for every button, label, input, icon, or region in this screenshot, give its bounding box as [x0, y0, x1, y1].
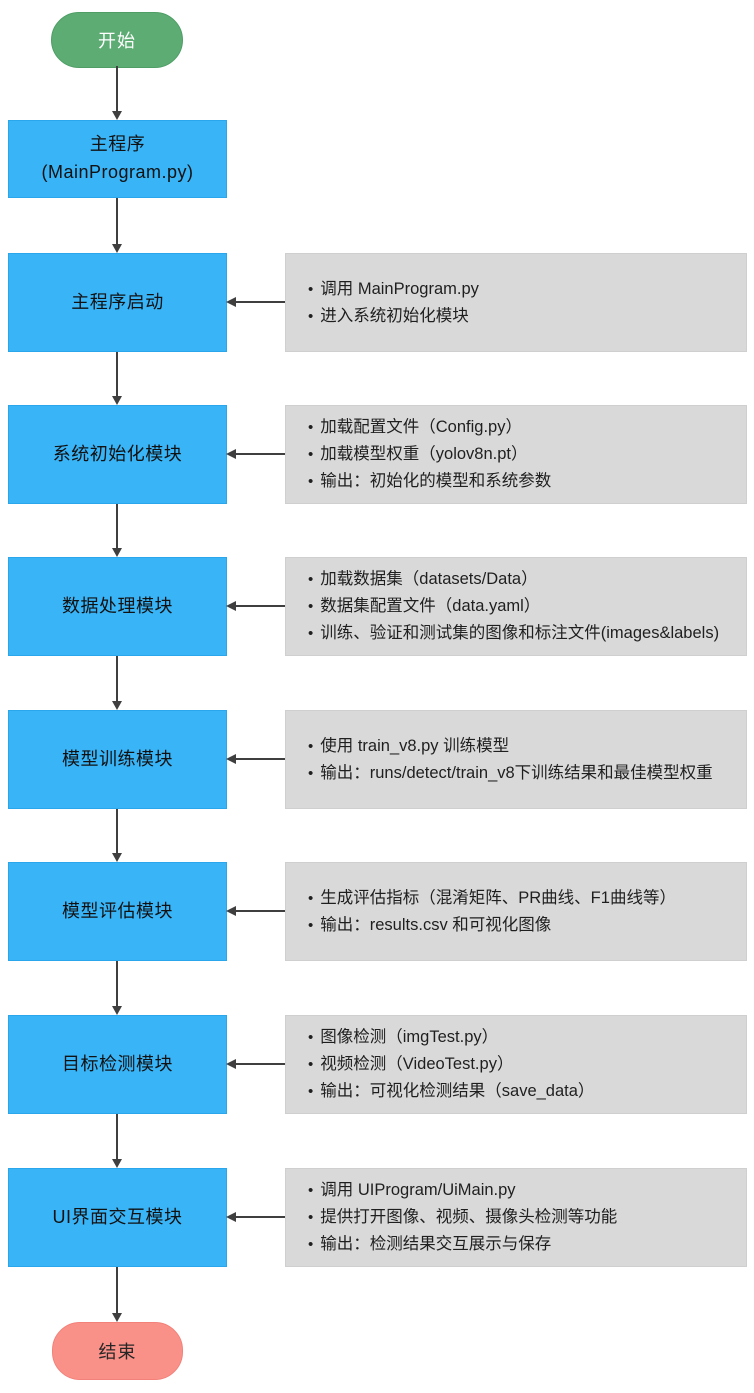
arrow-left-7-line — [236, 1216, 285, 1218]
arrow-down-6-line — [116, 809, 118, 853]
node-system-init: 系统初始化模块 — [8, 405, 227, 504]
annotation-ui-interaction: 调用 UIProgram/UiMain.py 提供打开图像、视频、摄像头检测等功… — [285, 1168, 747, 1267]
node-model-evaluation-label: 模型评估模块 — [62, 900, 173, 921]
annotation-model-evaluation: 生成评估指标（混淆矩阵、PR曲线、F1曲线等） 输出：results.csv 和… — [285, 862, 747, 961]
arrow-left-3-head — [226, 601, 236, 611]
arrow-left-3-line — [236, 605, 285, 607]
annotation-bullet: 加载模型权重（yolov8n.pt） — [308, 441, 738, 468]
arrow-left-1-head — [226, 297, 236, 307]
annotation-bullet: 训练、验证和测试集的图像和标注文件(images&labels) — [308, 620, 738, 647]
annotation-bullet: 调用 UIProgram/UiMain.py — [308, 1177, 738, 1204]
arrow-left-2-line — [236, 453, 285, 455]
annotation-bullet: 进入系统初始化模块 — [308, 303, 738, 330]
node-model-evaluation: 模型评估模块 — [8, 862, 227, 961]
annotation-bullet: 生成评估指标（混淆矩阵、PR曲线、F1曲线等） — [308, 885, 738, 912]
node-system-init-label: 系统初始化模块 — [52, 443, 183, 464]
annotation-object-detection: 图像检测（imgTest.py） 视频检测（VideoTest.py） 输出：可… — [285, 1015, 747, 1114]
node-object-detection-label: 目标检测模块 — [62, 1053, 173, 1074]
node-ui-interaction: UI界面交互模块 — [8, 1168, 227, 1267]
node-model-training: 模型训练模块 — [8, 710, 227, 809]
annotation-bullet: 输出：可视化检测结果（save_data） — [308, 1078, 738, 1105]
arrow-left-1-line — [236, 301, 285, 303]
arrow-down-3-line — [116, 352, 118, 396]
arrow-down-2-head — [112, 244, 122, 253]
node-program-start: 主程序启动 — [8, 253, 227, 352]
arrow-left-4-line — [236, 758, 285, 760]
terminal-end-label: 结束 — [98, 1342, 137, 1362]
annotation-bullet: 输出：runs/detect/train_v8下训练结果和最佳模型权重 — [308, 760, 738, 787]
annotation-system-init: 加载配置文件（Config.py） 加载模型权重（yolov8n.pt） 输出：… — [285, 405, 747, 504]
annotation-bullet: 图像检测（imgTest.py） — [308, 1024, 738, 1051]
arrow-left-5-head — [226, 906, 236, 916]
arrow-left-6-line — [236, 1063, 285, 1065]
node-program-start-label: 主程序启动 — [71, 291, 164, 312]
arrow-left-7-head — [226, 1212, 236, 1222]
annotation-program-start-list: 调用 MainProgram.py 进入系统初始化模块 — [286, 276, 746, 330]
annotation-bullet: 数据集配置文件（data.yaml） — [308, 593, 738, 620]
arrow-left-5-line — [236, 910, 285, 912]
arrow-down-3-head — [112, 396, 122, 405]
annotation-model-training-list: 使用 train_v8.py 训练模型 输出：runs/detect/train… — [286, 733, 746, 787]
node-main-program-line2: (MainProgram.py) — [41, 162, 194, 182]
terminal-start-label: 开始 — [98, 31, 136, 51]
annotation-object-detection-list: 图像检测（imgTest.py） 视频检测（VideoTest.py） 输出：可… — [286, 1024, 746, 1105]
annotation-system-init-list: 加载配置文件（Config.py） 加载模型权重（yolov8n.pt） 输出：… — [286, 414, 746, 495]
arrow-down-4-line — [116, 504, 118, 548]
arrow-down-4-head — [112, 548, 122, 557]
arrow-down-8-head — [112, 1159, 122, 1168]
annotation-data-processing: 加载数据集（datasets/Data） 数据集配置文件（data.yaml） … — [285, 557, 747, 656]
arrow-down-7-line — [116, 961, 118, 1006]
arrow-down-5-head — [112, 701, 122, 710]
arrow-down-1-line — [116, 66, 118, 111]
arrow-down-1-head — [112, 111, 122, 120]
annotation-bullet: 输出：results.csv 和可视化图像 — [308, 912, 738, 939]
annotation-bullet: 加载配置文件（Config.py） — [308, 414, 738, 441]
arrow-down-2-line — [116, 198, 118, 244]
annotation-bullet: 输出：初始化的模型和系统参数 — [308, 468, 738, 495]
node-model-training-label: 模型训练模块 — [62, 748, 173, 769]
node-data-processing-label: 数据处理模块 — [62, 595, 173, 616]
annotation-data-processing-list: 加载数据集（datasets/Data） 数据集配置文件（data.yaml） … — [286, 566, 746, 647]
annotation-program-start: 调用 MainProgram.py 进入系统初始化模块 — [285, 253, 747, 352]
arrow-down-9-line — [116, 1267, 118, 1313]
annotation-bullet: 输出：检测结果交互展示与保存 — [308, 1231, 738, 1258]
arrow-down-6-head — [112, 853, 122, 862]
arrow-down-5-line — [116, 656, 118, 701]
node-data-processing: 数据处理模块 — [8, 557, 227, 656]
arrow-down-8-line — [116, 1114, 118, 1159]
arrow-down-9-head — [112, 1313, 122, 1322]
node-ui-interaction-label: UI界面交互模块 — [52, 1206, 183, 1227]
node-main-program-line1: 主程序 — [89, 134, 146, 155]
node-object-detection: 目标检测模块 — [8, 1015, 227, 1114]
arrow-left-2-head — [226, 449, 236, 459]
annotation-bullet: 视频检测（VideoTest.py） — [308, 1051, 738, 1078]
terminal-start: 开始 — [51, 12, 183, 68]
arrow-down-7-head — [112, 1006, 122, 1015]
arrow-left-4-head — [226, 754, 236, 764]
annotation-model-training: 使用 train_v8.py 训练模型 输出：runs/detect/train… — [285, 710, 747, 809]
annotation-model-evaluation-list: 生成评估指标（混淆矩阵、PR曲线、F1曲线等） 输出：results.csv 和… — [286, 885, 746, 939]
annotation-bullet: 加载数据集（datasets/Data） — [308, 566, 738, 593]
node-main-program: 主程序 (MainProgram.py) — [8, 120, 227, 198]
annotation-ui-interaction-list: 调用 UIProgram/UiMain.py 提供打开图像、视频、摄像头检测等功… — [286, 1177, 746, 1258]
annotation-bullet: 使用 train_v8.py 训练模型 — [308, 733, 738, 760]
annotation-bullet: 提供打开图像、视频、摄像头检测等功能 — [308, 1204, 738, 1231]
annotation-bullet: 调用 MainProgram.py — [308, 276, 738, 303]
arrow-left-6-head — [226, 1059, 236, 1069]
terminal-end: 结束 — [52, 1322, 183, 1380]
